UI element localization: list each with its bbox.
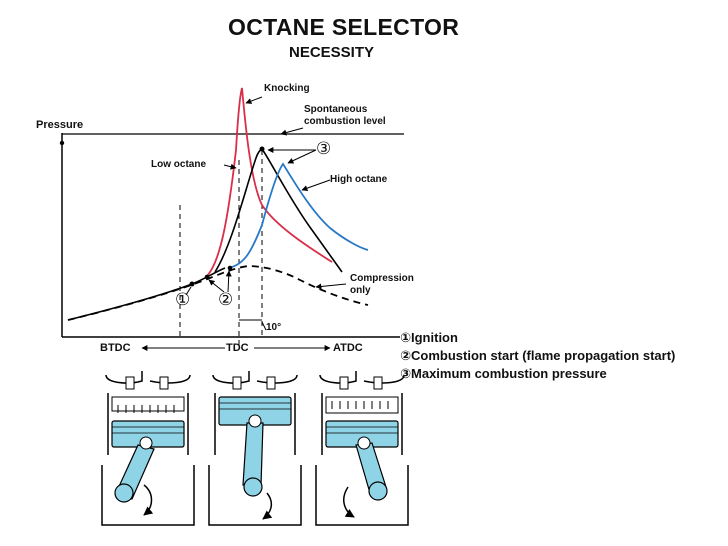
knocking-label: Knocking	[264, 83, 310, 94]
ten-degree-label: 10°	[266, 322, 282, 333]
ignition-point	[189, 281, 195, 287]
low-octane-curve	[204, 87, 333, 279]
marker-2: ②	[218, 290, 234, 309]
low-octane-leader	[223, 163, 237, 170]
y-axis-label: Pressure	[36, 119, 84, 131]
marker-1: ①	[175, 290, 191, 309]
legend-item-max-pressure: ③Maximum combustion pressure	[400, 366, 607, 381]
atdc-label: ATDC	[333, 342, 363, 354]
y-axis-top-dot	[59, 140, 65, 146]
legend-item-ignition: ①Ignition	[400, 330, 458, 345]
high-octane-label: High octane	[330, 174, 388, 185]
marker-1-leader	[185, 286, 192, 296]
spontaneous-leader	[280, 127, 304, 136]
high-octane-leader	[301, 179, 331, 192]
combustion-start-point-1	[204, 274, 210, 280]
marker-2-leader-a	[208, 279, 225, 293]
spontaneous-label-line1: Spontaneous	[304, 104, 368, 115]
piston-atdc-icon	[315, 371, 409, 526]
compression-leader	[315, 283, 347, 290]
marker-3-leader-b	[287, 149, 317, 164]
legend-item-combustion-start: ②Combustion start (flame propagation sta…	[400, 348, 676, 363]
knocking-leader	[245, 96, 263, 104]
marker-3: ③	[316, 139, 332, 158]
tdc-label: TDC	[226, 342, 249, 354]
spontaneous-label-line2: combustion level	[304, 116, 386, 127]
piston-btdc-icon	[101, 371, 195, 526]
page-title: OCTANE SELECTOR	[228, 14, 460, 40]
page-subtitle: NECESSITY	[289, 44, 375, 61]
piston-tdc-icon	[208, 371, 302, 526]
base-pressure-curve	[67, 267, 226, 321]
max-pressure-point	[259, 146, 265, 152]
compression-label-line2: only	[350, 285, 371, 296]
high-octane-curve	[227, 162, 369, 269]
marker-2-leader-b	[225, 270, 232, 293]
btdc-label: BTDC	[100, 342, 131, 354]
low-octane-label: Low octane	[151, 159, 207, 170]
compression-label-line1: Compression	[350, 273, 414, 284]
combustion-start-point-2	[227, 265, 233, 271]
ten-degree-leader	[261, 321, 267, 331]
